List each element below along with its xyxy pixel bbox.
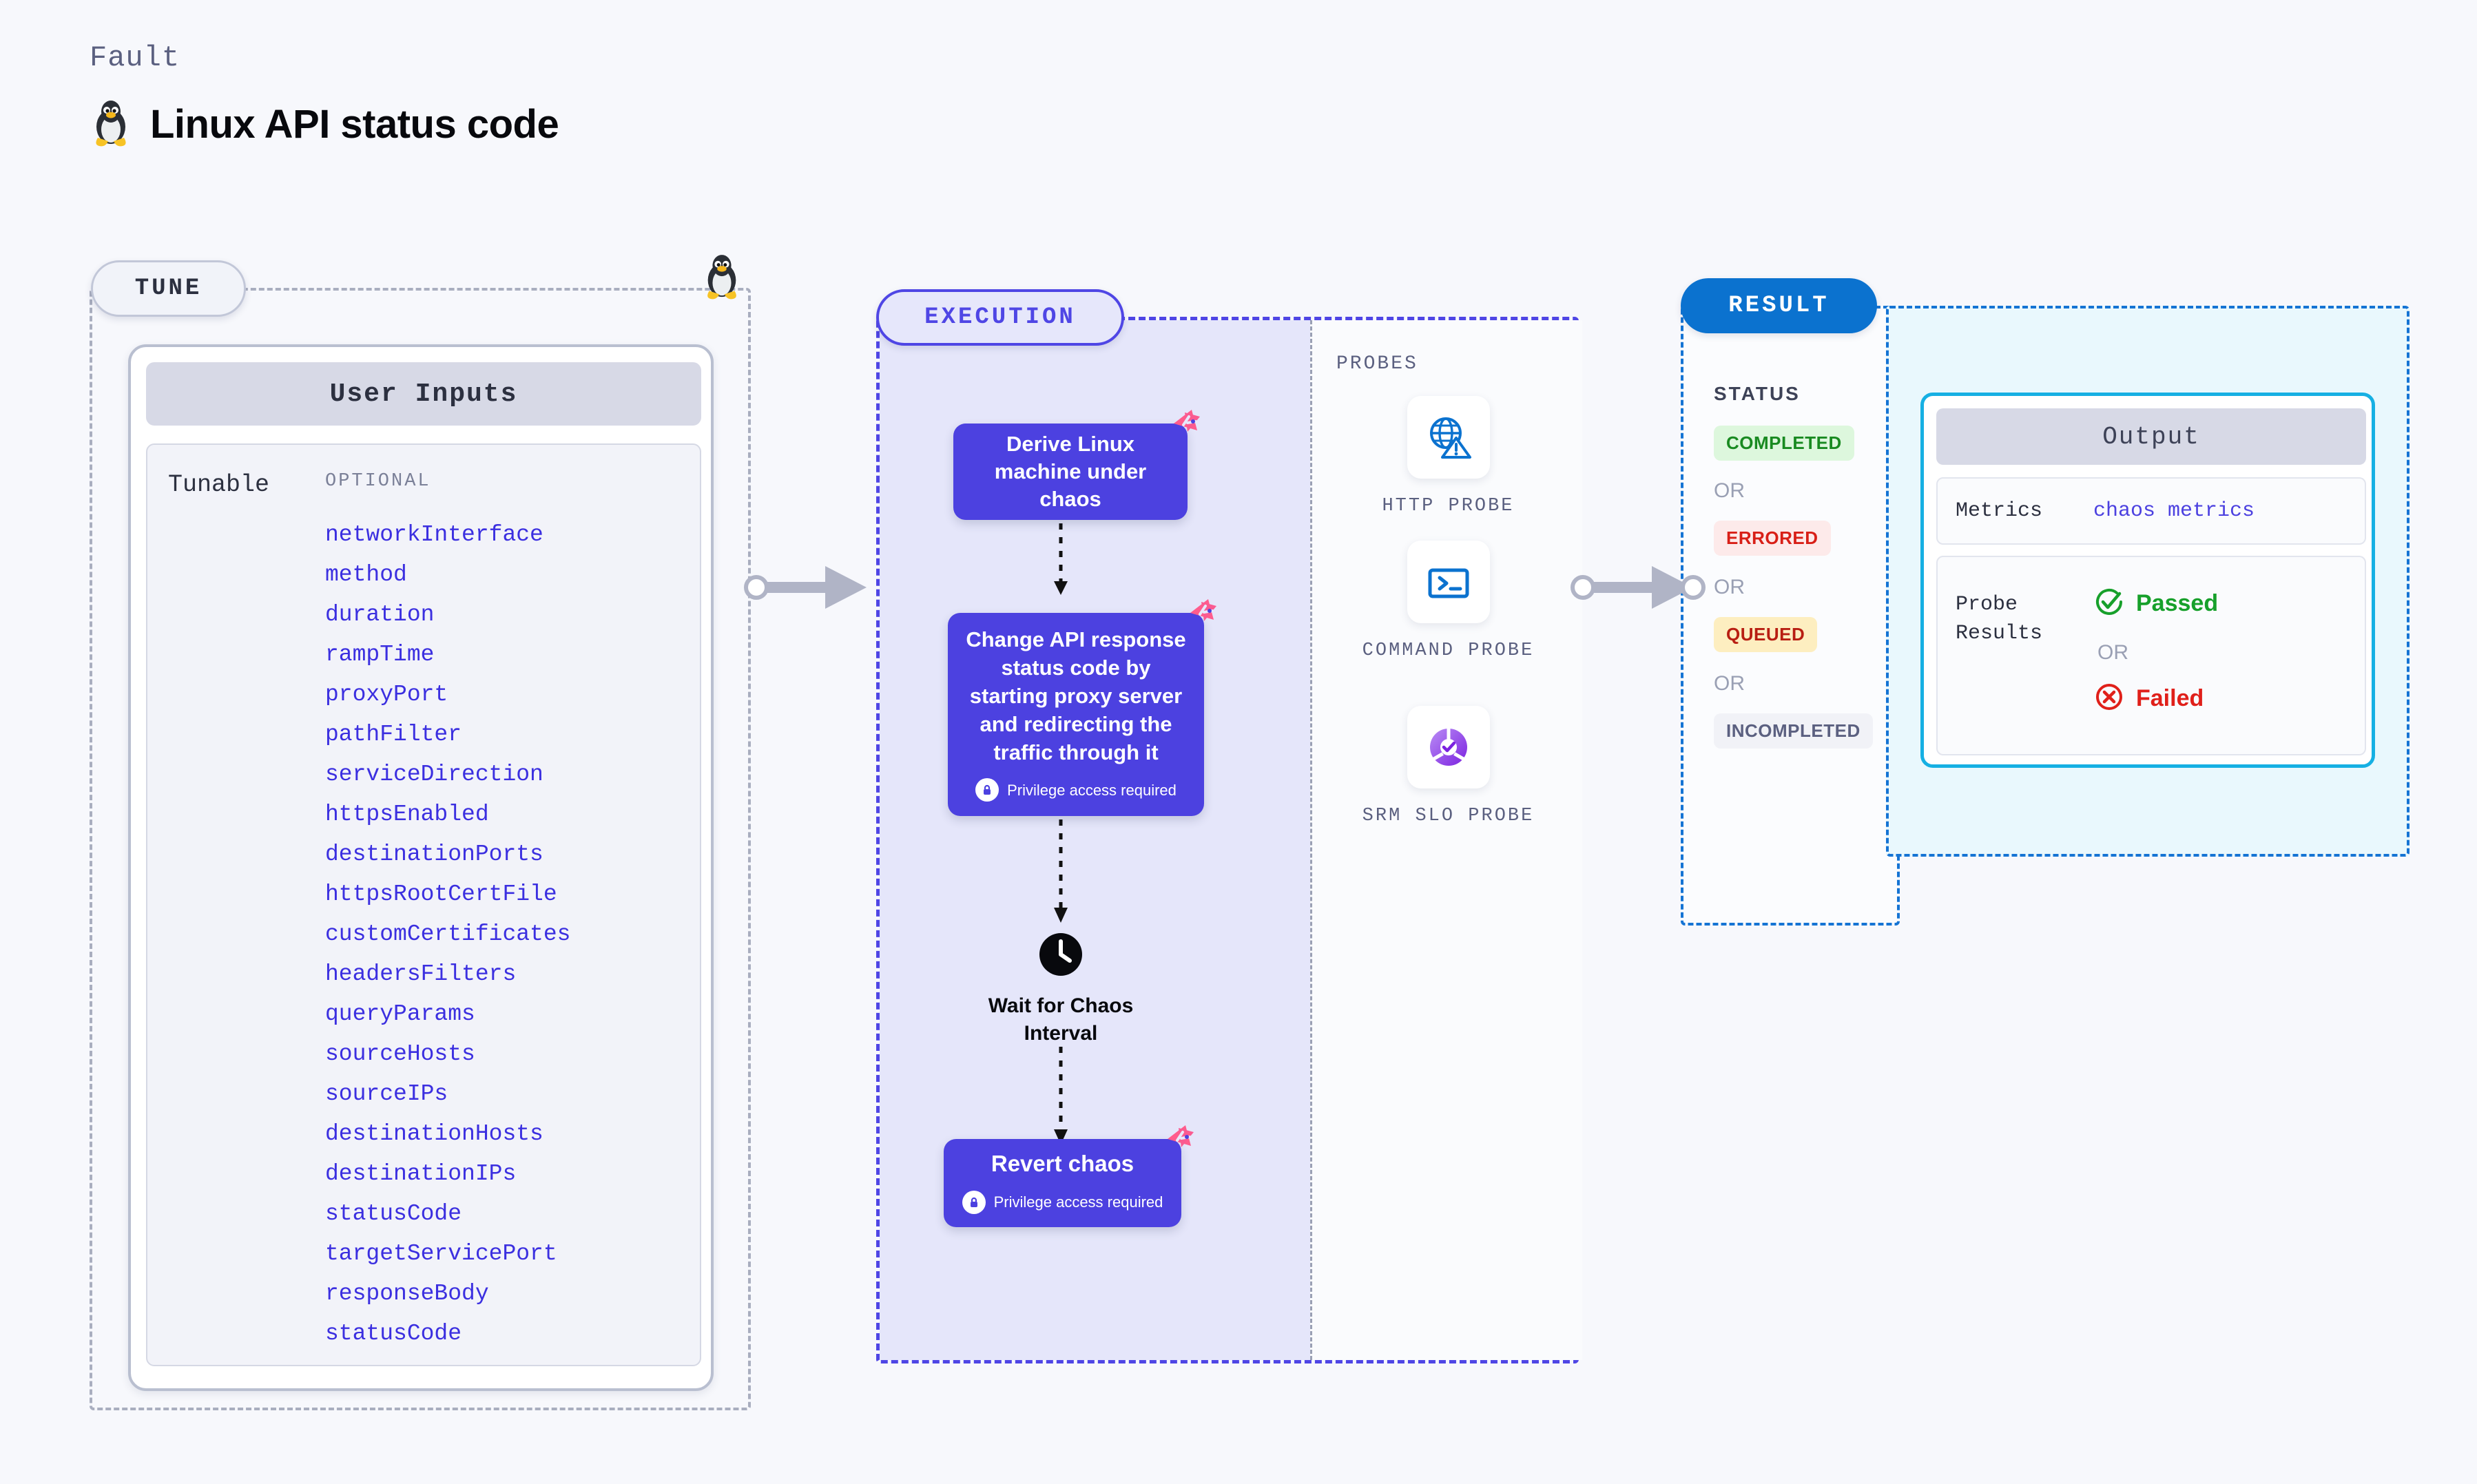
or-separator: OR (1714, 576, 1745, 598)
status-badge-completed: COMPLETED (1714, 426, 1854, 461)
status-badge-incompleted: INCOMPLETED (1714, 713, 1873, 749)
node-label: Change API response status code by start… (966, 627, 1186, 764)
or-separator: OR (1714, 672, 1745, 695)
param-item[interactable]: sourceHosts (325, 1041, 475, 1067)
lock-icon (975, 778, 999, 802)
wait-for-chaos-interval-node: Wait for Chaos Interval (982, 930, 1140, 1047)
execution-node-revert-chaos[interactable]: Revert chaos Privilege access required (944, 1125, 1194, 1227)
param-item[interactable]: statusCode (325, 1201, 462, 1226)
result-status-boundary: STATUS COMPLETED OR ERRORED OR QUEUED OR… (1681, 306, 1900, 926)
probe-result-passed: Passed (2095, 587, 2218, 620)
param-item[interactable]: rampTime (325, 642, 435, 667)
privilege-text: Privilege access required (993, 1193, 1163, 1211)
chaos-flag-icon (1181, 589, 1223, 639)
param-item[interactable]: destinationIPs (325, 1161, 517, 1187)
param-item[interactable]: queryParams (325, 1001, 475, 1027)
or-separator: OR (2097, 641, 2128, 664)
param-item[interactable]: responseBody (325, 1281, 489, 1306)
or-separator: OR (1714, 479, 1745, 502)
chaos-flag-icon (1164, 400, 1207, 450)
param-item[interactable]: pathFilter (325, 722, 462, 747)
node-label: Derive Linux machine under chaos (994, 432, 1147, 511)
param-item[interactable]: customCertificates (325, 921, 571, 947)
param-item[interactable]: proxyPort (325, 682, 448, 707)
x-circle-icon (2095, 682, 2124, 715)
param-item[interactable]: destinationPorts (325, 842, 543, 867)
status-badge-queued: QUEUED (1714, 617, 1818, 652)
output-title: Output (1936, 408, 2366, 465)
linux-tux-icon (90, 99, 132, 149)
probes-section-label: PROBES (1336, 353, 1418, 375)
param-item[interactable]: httpsRootCertFile (325, 881, 557, 907)
param-item[interactable]: method (325, 562, 407, 587)
param-item[interactable]: networkInterface (325, 522, 543, 547)
fault-kicker: Fault (90, 41, 180, 74)
execution-pill[interactable]: EXECUTION (876, 289, 1124, 346)
param-item[interactable]: serviceDirection (325, 762, 543, 787)
probe-srm-slo[interactable]: SRM SLO PROBE (1312, 706, 1584, 828)
connector-tune-to-execution (744, 566, 867, 609)
terminal-icon (1407, 541, 1490, 623)
flow-arrow (1054, 1047, 1068, 1145)
page-header: Fault Linux API status code (90, 41, 559, 149)
tunable-label: Tunable (168, 471, 270, 499)
privilege-note: Privilege access required (962, 1188, 1163, 1217)
metrics-row: Metrics chaos metrics (1936, 477, 2366, 545)
status-badge-errored: ERRORED (1714, 521, 1831, 556)
page-title: Linux API status code (150, 101, 559, 147)
metrics-key: Metrics (1956, 499, 2043, 523)
param-item[interactable]: duration (325, 602, 435, 627)
result-output-boundary: Output Metrics chaos metrics Probe Resul… (1886, 306, 2409, 857)
param-item[interactable]: headersFilters (325, 961, 517, 987)
node-label: Wait for Chaos Interval (988, 994, 1134, 1045)
tunable-params-box: Tunable OPTIONAL networkInterface method… (146, 443, 701, 1366)
execution-node-derive[interactable]: Derive Linux machine under chaos (953, 410, 1200, 520)
result-pill[interactable]: RESULT (1681, 278, 1877, 333)
flow-arrow (1054, 523, 1068, 595)
user-inputs-card: User Inputs Tunable OPTIONAL networkInte… (128, 344, 714, 1391)
param-item[interactable]: httpsEnabled (325, 802, 489, 827)
probe-http[interactable]: HTTP PROBE (1312, 396, 1584, 519)
execution-node-change-status-code[interactable]: Change API response status code by start… (948, 599, 1216, 816)
failed-label: Failed (2136, 685, 2204, 711)
probe-label: HTTP PROBE (1382, 496, 1515, 516)
metrics-value[interactable]: chaos metrics (2093, 499, 2255, 523)
linux-tux-badge-icon (701, 253, 743, 305)
probe-label: SRM SLO PROBE (1362, 806, 1535, 826)
optional-params-column: OPTIONAL networkInterface method duratio… (325, 471, 570, 1354)
flow-arrow (1054, 819, 1068, 923)
node-label: Revert chaos (991, 1151, 1134, 1176)
lock-icon (962, 1191, 986, 1214)
param-item[interactable]: targetServicePort (325, 1241, 557, 1266)
param-item[interactable]: statusCode (325, 1321, 462, 1346)
probe-results-row: Probe Results Passed OR (1936, 556, 2366, 755)
param-item[interactable]: destinationHosts (325, 1121, 543, 1147)
status-caption: STATUS (1714, 383, 1801, 404)
title-row: Linux API status code (90, 99, 559, 149)
passed-label: Passed (2136, 590, 2219, 616)
probe-results-key: Probe Results (1956, 593, 2043, 645)
probe-result-failed: Failed (2095, 682, 2204, 715)
privilege-text: Privilege access required (1007, 781, 1177, 799)
probe-command[interactable]: COMMAND PROBE (1312, 541, 1584, 663)
output-card: Output Metrics chaos metrics Probe Resul… (1920, 393, 2375, 768)
probes-column: PROBES HTTP PROBE (1310, 320, 1582, 1360)
globe-warning-icon (1407, 396, 1490, 479)
user-inputs-title: User Inputs (146, 362, 701, 426)
connector-execution-to-result (1571, 566, 1706, 609)
tune-section-boundary (90, 288, 751, 1410)
probe-label: COMMAND PROBE (1362, 640, 1535, 661)
optional-caption: OPTIONAL (325, 471, 431, 492)
slo-donut-check-icon (1407, 706, 1490, 788)
privilege-note: Privilege access required (975, 776, 1177, 804)
check-circle-icon (2095, 587, 2124, 620)
param-item[interactable]: sourceIPs (325, 1081, 448, 1107)
clock-icon (1036, 930, 1086, 983)
chaos-flag-icon (1158, 1116, 1201, 1165)
tune-pill[interactable]: TUNE (91, 260, 246, 317)
